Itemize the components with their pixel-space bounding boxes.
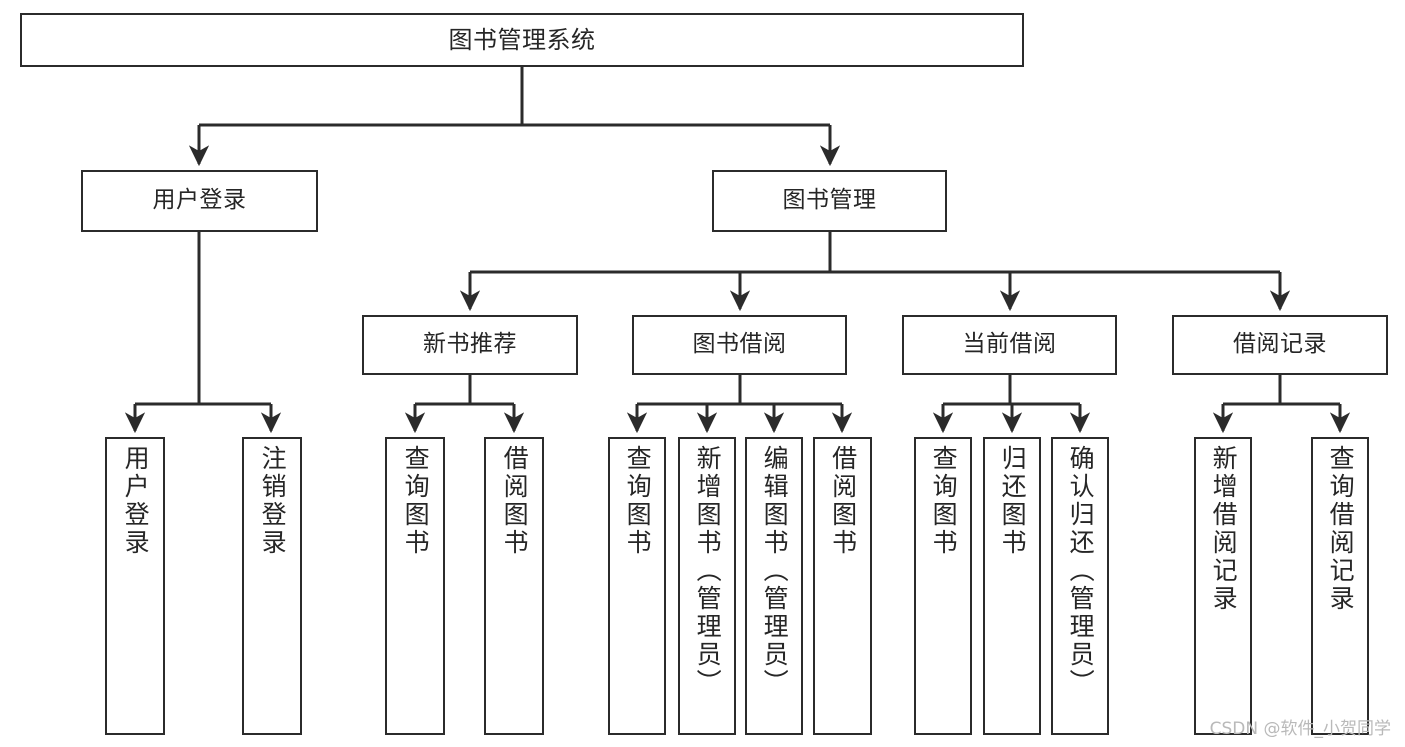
node-root[interactable]: 图书管理系统 bbox=[20, 13, 1024, 67]
node-borrow-record[interactable]: 借阅记录 bbox=[1172, 315, 1388, 375]
node-leaf-confirm-return[interactable]: 确认归还（管理员） bbox=[1051, 437, 1109, 735]
node-current-borrow-label: 当前借阅 bbox=[962, 331, 1057, 358]
node-borrow-record-label: 借阅记录 bbox=[1233, 331, 1327, 358]
node-book-borrow-label: 图书借阅 bbox=[692, 331, 787, 358]
node-leaf-query-book-3-label: 查询图书 bbox=[929, 445, 959, 557]
node-leaf-edit-book-label: 编辑图书（管理员） bbox=[760, 445, 790, 697]
node-root-label: 图书管理系统 bbox=[448, 25, 596, 54]
watermark-text: CSDN @软件_小贺同学 bbox=[1209, 719, 1391, 739]
node-leaf-edit-book[interactable]: 编辑图书（管理员） bbox=[745, 437, 803, 735]
node-user-login-label: 用户登录 bbox=[152, 187, 247, 214]
node-book-manage[interactable]: 图书管理 bbox=[712, 170, 947, 232]
node-leaf-query-book-1-label: 查询图书 bbox=[401, 445, 431, 557]
node-user-login[interactable]: 用户登录 bbox=[81, 170, 318, 232]
node-leaf-return-book-label: 归还图书 bbox=[998, 445, 1028, 557]
node-leaf-query-book-3[interactable]: 查询图书 bbox=[914, 437, 972, 735]
node-leaf-borrow-book-1-label: 借阅图书 bbox=[500, 445, 530, 557]
node-leaf-return-book[interactable]: 归还图书 bbox=[983, 437, 1041, 735]
node-leaf-add-book[interactable]: 新增图书（管理员） bbox=[678, 437, 736, 735]
node-book-borrow[interactable]: 图书借阅 bbox=[632, 315, 847, 375]
node-new-book-recommend-label: 新书推荐 bbox=[423, 331, 517, 358]
node-leaf-query-record-label: 查询借阅记录 bbox=[1326, 445, 1356, 613]
node-leaf-borrow-book-1[interactable]: 借阅图书 bbox=[484, 437, 544, 735]
node-leaf-user-login[interactable]: 用户登录 bbox=[105, 437, 165, 735]
node-leaf-query-record[interactable]: 查询借阅记录 bbox=[1311, 437, 1369, 735]
node-leaf-borrow-book-2-label: 借阅图书 bbox=[828, 445, 858, 557]
node-leaf-user-logout[interactable]: 注销登录 bbox=[242, 437, 302, 735]
node-leaf-user-login-label: 用户登录 bbox=[121, 445, 151, 557]
node-leaf-confirm-return-label: 确认归还（管理员） bbox=[1066, 445, 1096, 697]
node-leaf-add-record[interactable]: 新增借阅记录 bbox=[1194, 437, 1252, 735]
node-leaf-add-record-label: 新增借阅记录 bbox=[1209, 445, 1239, 613]
node-leaf-query-book-1[interactable]: 查询图书 bbox=[385, 437, 445, 735]
node-new-book-recommend[interactable]: 新书推荐 bbox=[362, 315, 578, 375]
node-book-manage-label: 图书管理 bbox=[782, 187, 877, 214]
node-current-borrow[interactable]: 当前借阅 bbox=[902, 315, 1117, 375]
node-leaf-borrow-book-2[interactable]: 借阅图书 bbox=[813, 437, 872, 735]
node-leaf-add-book-label: 新增图书（管理员） bbox=[693, 445, 723, 697]
node-leaf-query-book-2-label: 查询图书 bbox=[623, 445, 653, 557]
node-leaf-user-logout-label: 注销登录 bbox=[258, 445, 288, 557]
node-leaf-query-book-2[interactable]: 查询图书 bbox=[608, 437, 666, 735]
